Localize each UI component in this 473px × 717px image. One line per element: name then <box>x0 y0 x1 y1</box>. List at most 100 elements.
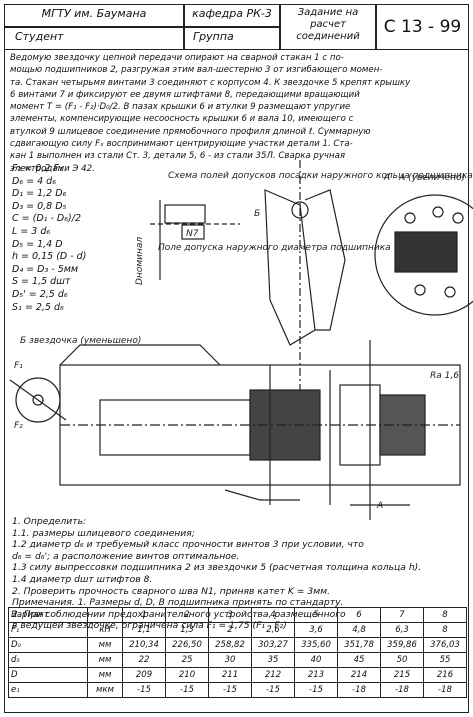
variant-table: Вариант 1 2 3 4 5 6 7 8 F₁ кН 1,1 1,3 2 … <box>8 607 467 698</box>
task-line: та. Стакан четырьмя винтами 3 соединяют … <box>10 77 411 88</box>
param: D₃ = 0,8 D₅ <box>12 200 67 212</box>
bearing-tolerance-box <box>164 204 206 224</box>
table-cell: 1,3 <box>165 622 209 638</box>
table-cell: 359,86 <box>380 637 424 653</box>
table-cell: 212 <box>251 667 295 683</box>
force-f2-text: F₂ <box>14 421 23 431</box>
table-header-cell: 4 <box>251 607 295 623</box>
row-unit: мкм <box>87 682 123 698</box>
table-cell: 216 <box>423 667 467 683</box>
param: S₁ = 2,5 d₆ <box>12 301 64 313</box>
table-cell: 50 <box>380 652 424 668</box>
table-header-row: Вариант 1 2 3 4 5 6 7 8 <box>8 607 467 623</box>
tolerance-note-text: Поле допуска наружного диаметра подшипни… <box>158 243 391 253</box>
row-unit: мм <box>87 667 123 683</box>
table-row: d₅ мм 22 25 30 35 40 45 50 55 <box>8 652 467 668</box>
table-cell: 226,50 <box>165 637 209 653</box>
param: D₅ = 1,4 D <box>12 238 63 250</box>
task-line: кан 1 выполнен из стали Ст. 3, детали 5,… <box>10 151 346 162</box>
table-cell: 211 <box>208 667 252 683</box>
view-a-label: А - А (увеличено) <box>383 173 465 183</box>
table-cell: 45 <box>337 652 381 668</box>
instruction-line: 1.4 диаметр dшт штифтов 8. <box>12 573 153 585</box>
row-label: d₅ <box>8 652 88 668</box>
param: D₅' = 2,5 d₆ <box>12 288 68 300</box>
section-b-text: Б <box>254 209 260 219</box>
scheme-note-text: Схема полей допусков посадки наружного к… <box>168 171 473 181</box>
param: D₁ = 1,2 D₆ <box>12 188 67 200</box>
instruction-line: 1.3 силу выпрессовки подшипника 2 из зве… <box>12 562 422 574</box>
section-a-label: А <box>376 501 383 511</box>
row-label: D₀ <box>8 637 88 653</box>
document-title: Задание на расчет соединений <box>296 7 360 42</box>
param: D₄ = D₃ - 5мм <box>12 263 79 275</box>
table-cell: 3,6 <box>294 622 338 638</box>
student-label: Студент <box>15 30 64 43</box>
university-cell: МГТУ им. Баумана <box>4 4 184 27</box>
section-a-text: А <box>376 501 383 511</box>
n7-tolerance-box <box>181 224 205 240</box>
table-cell: 335,60 <box>294 637 338 653</box>
section-b-label: Б <box>254 209 260 219</box>
table-cell: 1,1 <box>122 622 166 638</box>
table-cell: 210,34 <box>122 637 166 653</box>
table-header-cell: Вариант <box>8 607 88 623</box>
department-cell: кафедра РК-3 <box>184 4 280 27</box>
row-label: e₁ <box>8 682 88 698</box>
tolerance-note-label: Поле допуска наружного диаметра подшипни… <box>158 243 391 253</box>
group-cell: Группа <box>184 27 280 50</box>
table-row: D мм 209 210 211 212 213 214 215 216 <box>8 667 467 683</box>
row-unit: мм <box>87 652 123 668</box>
instruction-line: 1.1. размеры шлицевого соединения; <box>12 527 195 539</box>
param: L = 3 d₆ <box>12 225 51 237</box>
document-code: С 13 - 99 <box>383 17 462 37</box>
table-header-cell: 8 <box>423 607 467 623</box>
force-f1-label: F₁ <box>14 361 23 371</box>
param: S = 1,5 dшт <box>12 276 71 288</box>
force-f2-label: F₂ <box>14 421 23 431</box>
table-header-cell: 5 <box>294 607 338 623</box>
table-cell: 35 <box>251 652 295 668</box>
table-cell: 25 <box>165 652 209 668</box>
table-header-cell <box>87 607 123 623</box>
table-row: e₁ мкм -15 -15 -15 -15 -15 -18 -18 -18 <box>8 682 467 698</box>
task-line: элементы, компенсирующие несоосность кры… <box>10 114 354 125</box>
view-b-label: Б звездочка (уменьшено) <box>20 336 141 346</box>
group-label: Группа <box>193 30 234 43</box>
parameter-list: F₂ = 0,2 F₁ D₆ = 4 d₆ D₁ = 1,2 D₆ D₃ = 0… <box>12 163 86 314</box>
table-header-cell: 7 <box>380 607 424 623</box>
n7-label: N7 <box>186 229 199 239</box>
table-cell: 40 <box>294 652 338 668</box>
instruction-line: 1. Определить: <box>12 516 87 527</box>
table-cell: -18 <box>380 682 424 698</box>
table-cell: -15 <box>165 682 209 698</box>
task-line: 6 винтами 7 и фиксируют ее двумя штифтам… <box>10 89 360 100</box>
table-cell: -18 <box>423 682 467 698</box>
table-cell: 4,8 <box>337 622 381 638</box>
table-cell: 351,78 <box>337 637 381 653</box>
title-cell: Задание на расчет соединений <box>280 4 376 50</box>
force-f1-text: F₁ <box>14 361 23 371</box>
table-cell: 22 <box>122 652 166 668</box>
scheme-note-label: Схема полей допусков посадки наружного к… <box>168 171 473 181</box>
instruction-line: Примечания. 1. Размеры d, D, B подшипник… <box>12 597 344 609</box>
n7-text: N7 <box>186 229 199 239</box>
table-cell: 213 <box>294 667 338 683</box>
table-cell: 214 <box>337 667 381 683</box>
row-unit: мм <box>87 637 123 653</box>
university-name: МГТУ им. Баумана <box>41 7 147 20</box>
instruction-line: d₆ = d₆'; а расположение винтов оптималь… <box>12 550 240 562</box>
table-cell: 303,27 <box>251 637 295 653</box>
table-cell: -15 <box>251 682 295 698</box>
row-unit: кН <box>87 622 123 638</box>
table-cell: 209 <box>122 667 166 683</box>
row-label: F₁ <box>8 622 88 638</box>
param: F₂ = 0,2 F₁ <box>12 163 63 174</box>
row-label: D <box>8 667 88 683</box>
instruction-line: 2. Проверить прочность сварного шва N1, … <box>12 585 331 597</box>
table-header-cell: 3 <box>208 607 252 623</box>
param: D₆ = 4 d₆ <box>12 175 57 187</box>
view-b-text: Б звездочка (уменьшено) <box>20 336 141 346</box>
param: C = (D₁ - D₆)/2 <box>12 213 82 225</box>
